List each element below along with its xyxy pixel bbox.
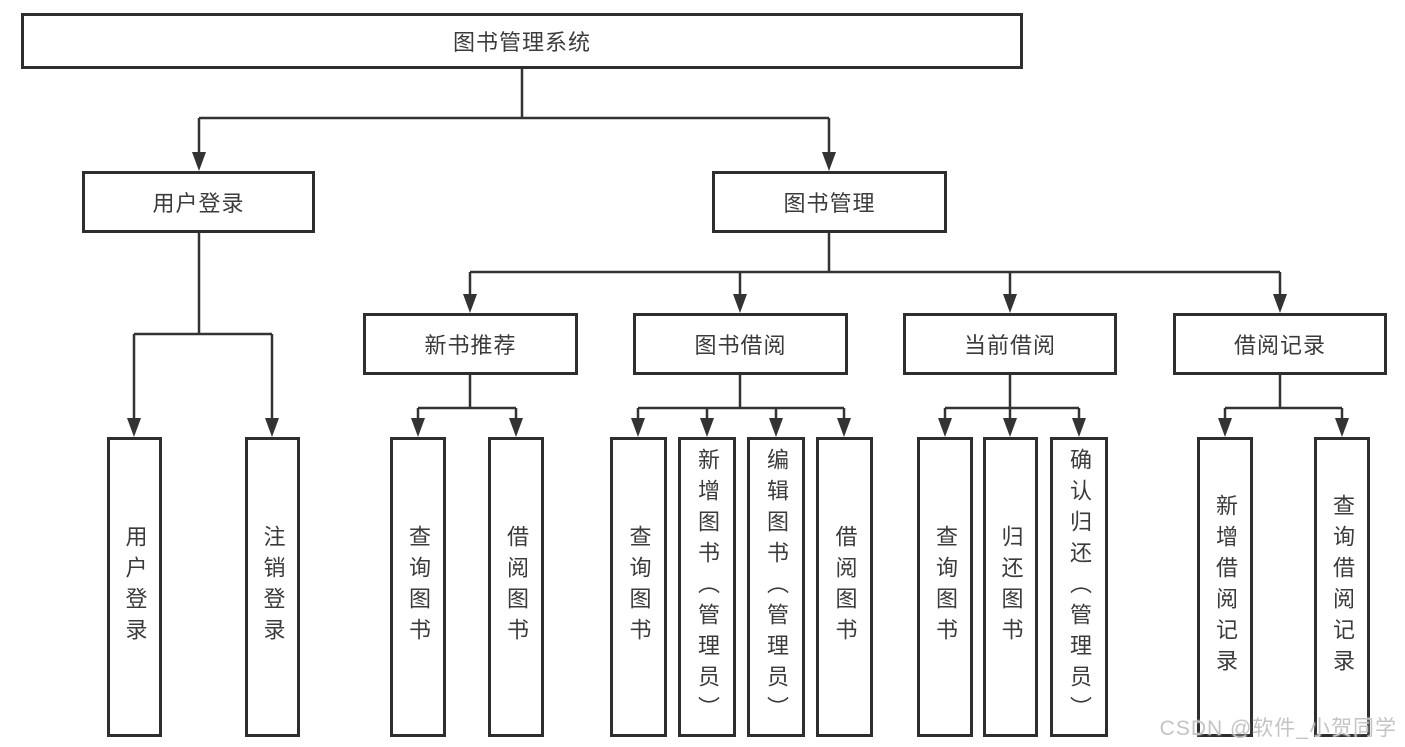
node-label: 新书推荐 xyxy=(424,333,517,358)
node-borrow-edit-books-admin: 编辑图书（管理员） xyxy=(747,437,805,737)
node-borrow-add-books-admin: 新增图书（管理员） xyxy=(678,437,736,737)
node-label: 查询图书 xyxy=(406,525,431,649)
node-borrow-query-books: 查询图书 xyxy=(610,437,667,737)
node-label: 新增借阅记录 xyxy=(1213,494,1238,680)
node-label: 编辑图书（管理员） xyxy=(764,447,789,727)
node-label: 新增图书（管理员） xyxy=(695,447,720,727)
node-records-query-record: 查询借阅记录 xyxy=(1314,437,1370,737)
node-current-borrow: 当前借阅 xyxy=(903,313,1117,375)
node-label: 借阅图书 xyxy=(504,525,529,649)
node-label: 查询图书 xyxy=(933,525,958,649)
node-book-borrow: 图书借阅 xyxy=(633,313,848,375)
node-label: 注销登录 xyxy=(260,525,286,649)
node-current-query-books: 查询图书 xyxy=(917,437,973,737)
node-label: 用户登录 xyxy=(152,191,245,216)
watermark: CSDN @软件_小贺同学 xyxy=(1159,717,1397,740)
node-label: 查询借阅记录 xyxy=(1330,494,1355,680)
node-new-book-recommend: 新书推荐 xyxy=(363,313,578,375)
node-current-return-books: 归还图书 xyxy=(983,437,1038,737)
node-recommend-query-books: 查询图书 xyxy=(390,437,446,737)
node-label: 当前借阅 xyxy=(963,333,1056,358)
node-borrow-borrow-books: 借阅图书 xyxy=(816,437,873,737)
node-current-confirm-return-admin: 确认归还（管理员） xyxy=(1050,437,1108,737)
node-recommend-borrow-books: 借阅图书 xyxy=(488,437,544,737)
node-book-mgmt: 图书管理 xyxy=(712,171,947,233)
node-label: 借阅记录 xyxy=(1233,333,1326,358)
node-label: 图书管理系统 xyxy=(452,30,591,55)
node-label: 归还图书 xyxy=(998,525,1024,649)
node-root: 图书管理系统 xyxy=(21,13,1023,69)
node-label: 图书借阅 xyxy=(694,333,787,358)
node-records-add-record: 新增借阅记录 xyxy=(1197,437,1253,737)
node-label: 借阅图书 xyxy=(832,525,858,649)
node-label: 用户登录 xyxy=(122,525,148,649)
node-label: 查询图书 xyxy=(626,525,652,649)
node-label: 确认归还（管理员） xyxy=(1067,447,1092,727)
node-label: 图书管理 xyxy=(783,191,876,216)
node-borrow-records: 借阅记录 xyxy=(1173,313,1387,375)
node-user-login-logout: 注销登录 xyxy=(245,437,300,737)
node-user-login: 用户登录 xyxy=(82,171,315,233)
node-user-login-do-login: 用户登录 xyxy=(107,437,162,737)
